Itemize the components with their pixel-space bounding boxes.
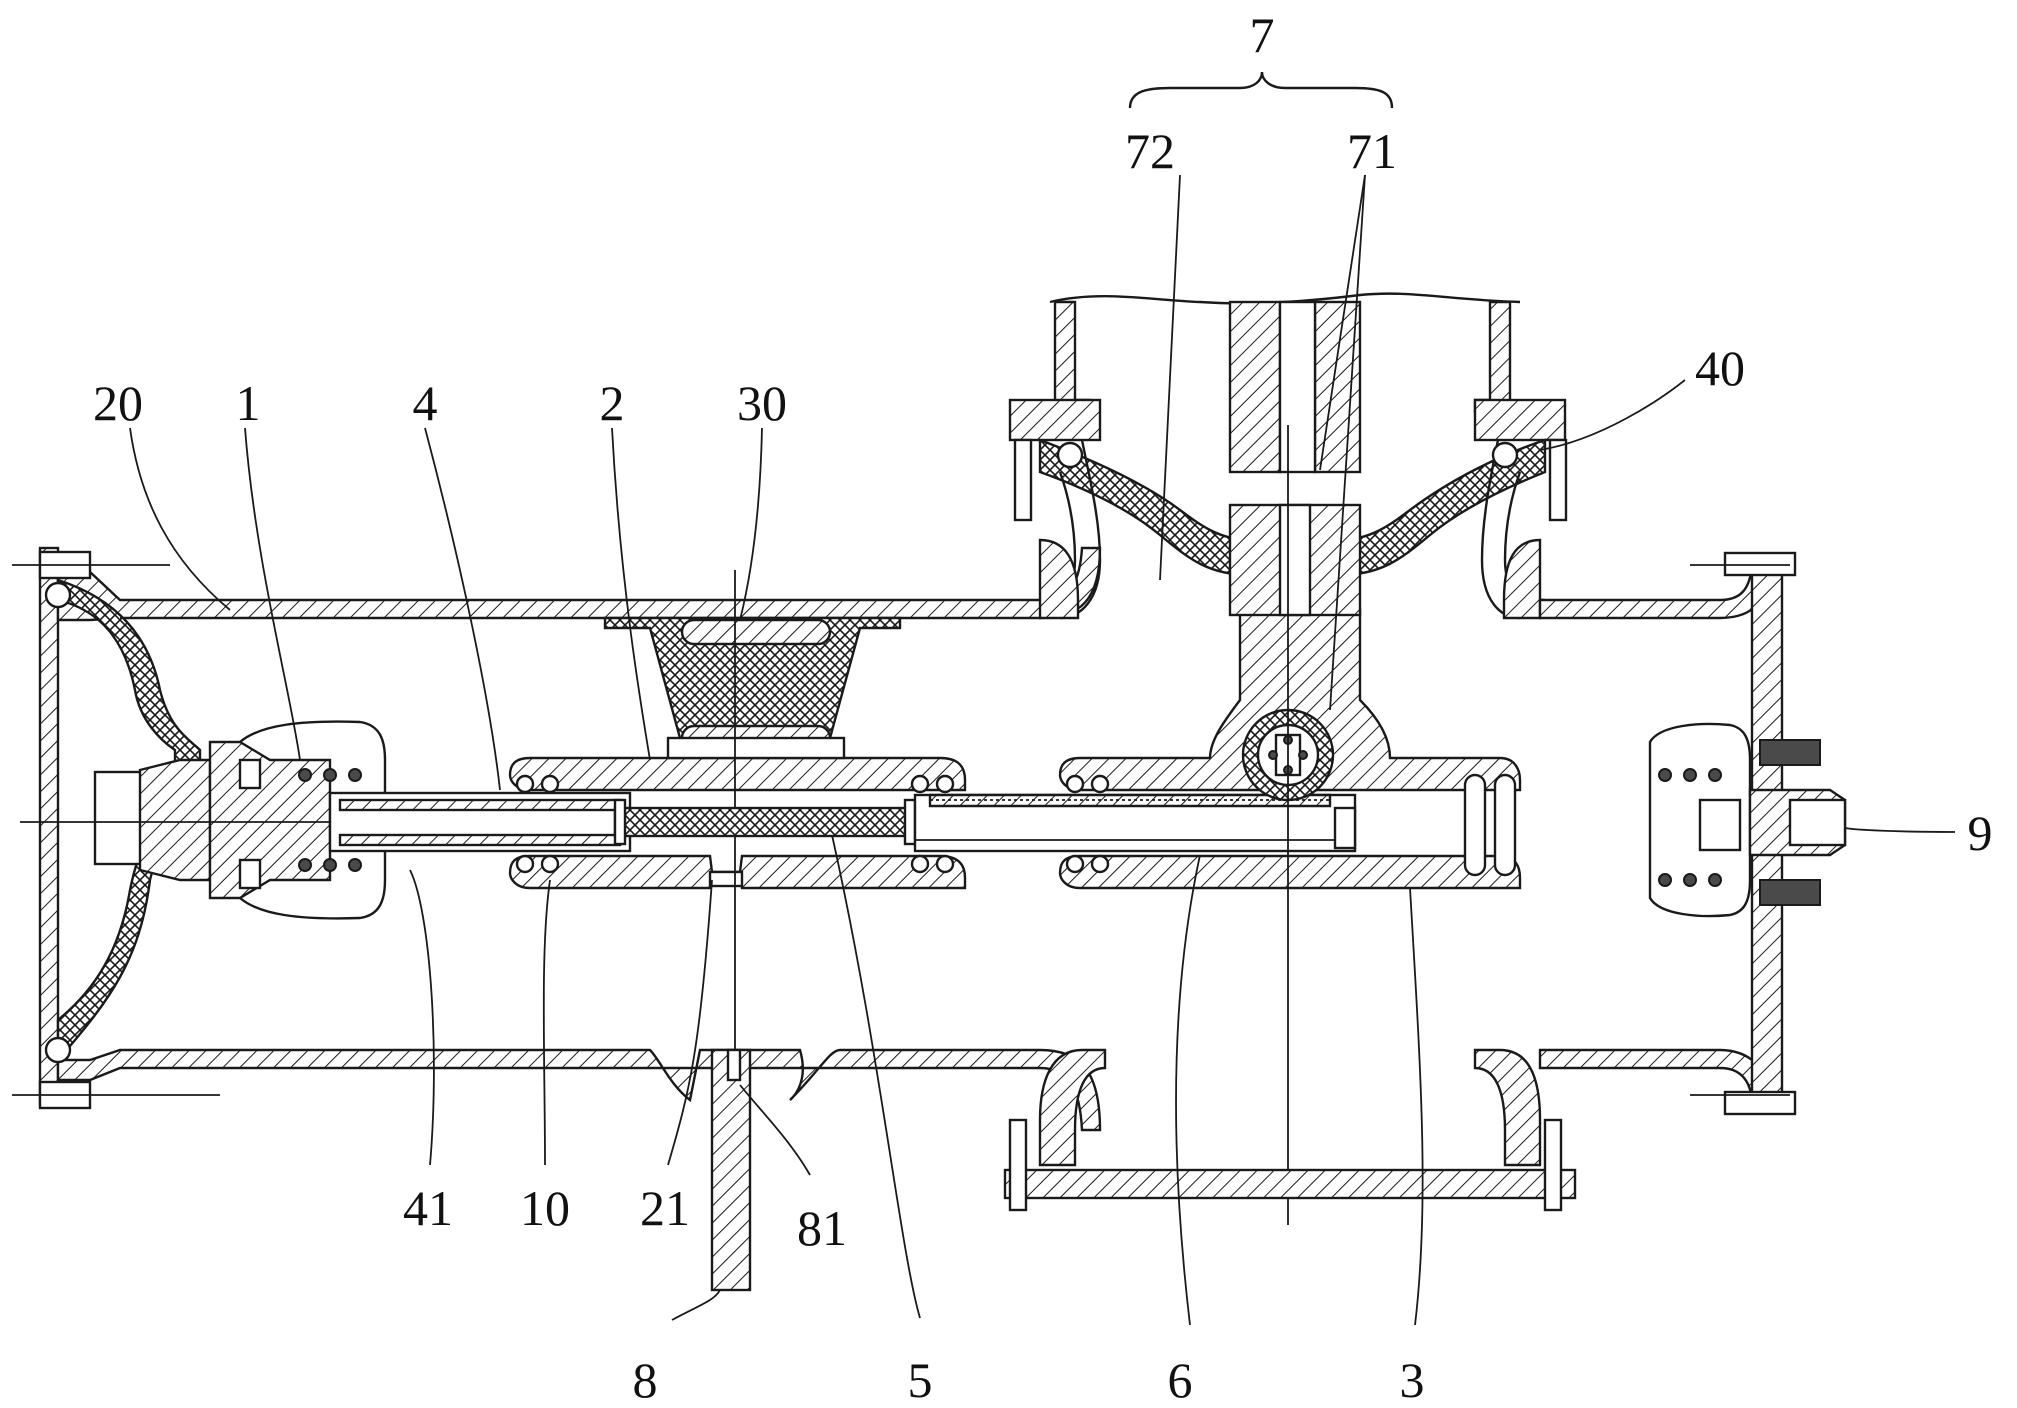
screw-rod-5 — [615, 800, 915, 844]
label-10: 10 — [520, 1180, 570, 1236]
label-1: 1 — [236, 375, 261, 431]
label-41: 41 — [403, 1180, 453, 1236]
label-81: 81 — [797, 1200, 847, 1256]
label-9: 9 — [1968, 805, 1993, 861]
label-20: 20 — [93, 375, 143, 431]
label-6: 6 — [1168, 1352, 1193, 1408]
label-30: 30 — [737, 375, 787, 431]
rack-tube-6 — [915, 795, 1355, 851]
right-bearing-assembly-9 — [1650, 724, 1845, 916]
label-71: 71 — [1347, 123, 1397, 179]
label-3: 3 — [1400, 1352, 1425, 1408]
label-5: 5 — [908, 1352, 933, 1408]
label-2: 2 — [600, 375, 625, 431]
handle-8 — [712, 1050, 750, 1290]
label-7: 7 — [1250, 7, 1275, 63]
label-72: 72 — [1125, 123, 1175, 179]
label-8: 8 — [633, 1352, 658, 1408]
label-40: 40 — [1695, 340, 1745, 396]
shaft-4 — [330, 793, 630, 851]
label-21: 21 — [640, 1180, 690, 1236]
label-4: 4 — [413, 375, 438, 431]
